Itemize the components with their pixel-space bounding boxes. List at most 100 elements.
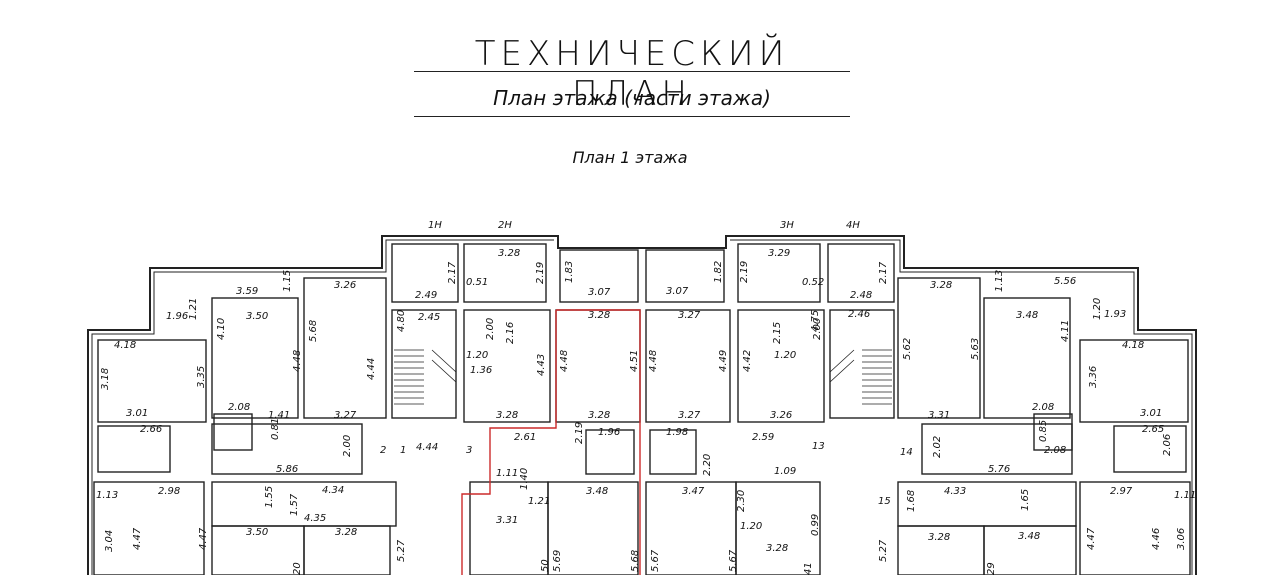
dimension-label: 4.18 bbox=[1122, 340, 1144, 351]
dimension-label: 0.52 bbox=[802, 277, 824, 288]
dimension-label: 3.07 bbox=[666, 286, 689, 297]
dimension-label: 2.46 bbox=[848, 309, 870, 320]
dimension-label: 5.68 bbox=[308, 320, 319, 342]
dimension-label: 3.48 bbox=[586, 486, 608, 497]
dimension-label: 3.28 bbox=[588, 410, 610, 421]
dimension-label: 4.51 bbox=[629, 350, 640, 372]
dimension-label: 5.67 bbox=[728, 549, 739, 572]
apartment-label: 4Н bbox=[846, 220, 860, 231]
dimension-label: 2.45 bbox=[418, 312, 440, 323]
highlighted-unit-outline bbox=[461, 309, 641, 575]
dimension-label: 3.27 bbox=[334, 410, 357, 421]
dimension-label: 3.04 bbox=[104, 530, 115, 552]
dimension-label: 2.19 bbox=[574, 422, 585, 444]
document-subtitle: План этажа (части этажа) bbox=[493, 86, 771, 110]
document-title: ТЕХНИЧЕСКИЙ ПЛАН bbox=[474, 34, 790, 114]
dimension-label: 2.08 bbox=[1032, 402, 1054, 413]
dimension-label: 3.35 bbox=[196, 366, 207, 388]
title-rule bbox=[414, 71, 850, 72]
dimension-label: 5.69 bbox=[552, 550, 563, 572]
dimension-label: 3.29 bbox=[768, 248, 790, 259]
dimension-label: 3.28 bbox=[766, 543, 788, 554]
dimension-label: 5.27 bbox=[396, 539, 407, 562]
dimension-label: 5.86 bbox=[276, 464, 298, 475]
dimension-label: 4.42 bbox=[742, 350, 753, 372]
dimension-label: 5.63 bbox=[970, 338, 981, 360]
dimension-label: 1.96 bbox=[166, 311, 188, 322]
dimension-label: 2.48 bbox=[850, 290, 872, 301]
room-number: 14 bbox=[900, 447, 913, 458]
dimension-label: 3.01 bbox=[126, 408, 148, 419]
dimension-label: 3.31 bbox=[928, 410, 950, 421]
dimension-label: 3.28 bbox=[588, 310, 610, 321]
dimension-label: 4.10 bbox=[216, 318, 227, 340]
dimension-label: 3.50 bbox=[246, 311, 268, 322]
dimension-label: 2.20 bbox=[702, 454, 713, 476]
dimension-label: 1.15 bbox=[282, 270, 293, 292]
dimension-label: 2.19 bbox=[535, 262, 546, 284]
dimension-label: 2.59 bbox=[752, 432, 774, 443]
dimension-label: 4.34 bbox=[322, 485, 344, 496]
dimension-label: 1.41 bbox=[268, 410, 290, 421]
dimension-label: 3.26 bbox=[334, 280, 356, 291]
dimension-label: 1.36 bbox=[470, 365, 492, 376]
plan-caption: План 1 этажа bbox=[572, 148, 688, 167]
dimension-label: 1.09 bbox=[774, 466, 796, 477]
dimension-label: 2.15 bbox=[772, 322, 783, 344]
dimension-label: 50 bbox=[540, 559, 551, 572]
dimension-label: 4.49 bbox=[718, 350, 729, 372]
dimension-label: 1.82 bbox=[713, 261, 724, 283]
dimension-label: 1.13 bbox=[96, 490, 118, 501]
dimension-label: 1.57 bbox=[289, 493, 300, 516]
dimension-label: 4.44 bbox=[366, 358, 377, 380]
dimension-label: 2.30 bbox=[736, 490, 747, 512]
dimension-label: 4.46 bbox=[1151, 528, 1162, 550]
dimension-label: 2.19 bbox=[739, 261, 750, 283]
apartment-label: 2Н bbox=[498, 220, 512, 231]
room-number: 2 bbox=[380, 445, 386, 456]
dimension-label: 2.17 bbox=[447, 261, 458, 284]
dimension-label: 2.00 bbox=[812, 318, 823, 340]
dimension-label: 1.68 bbox=[906, 490, 917, 512]
dimension-label: 4.80 bbox=[396, 310, 407, 332]
dimension-label: 4.75 bbox=[810, 310, 821, 332]
dimension-label: 29 bbox=[986, 562, 997, 575]
dimension-label: 1.20 bbox=[1092, 298, 1103, 320]
dimension-label: 4.48 bbox=[559, 350, 570, 372]
dimension-label: 4.18 bbox=[114, 340, 136, 351]
dimension-label: 4.44 bbox=[416, 442, 438, 453]
dimension-label: 4.43 bbox=[536, 354, 547, 376]
dimension-label: 0.85 bbox=[1038, 420, 1049, 442]
dimension-label: 4.35 bbox=[304, 513, 326, 524]
dimension-label: 5.56 bbox=[1054, 276, 1076, 287]
dimension-label: 41 bbox=[803, 562, 814, 575]
dimension-label: 1.11 bbox=[1174, 490, 1196, 501]
dimension-label: 3.28 bbox=[498, 248, 520, 259]
dimension-label: 0.99 bbox=[810, 514, 821, 536]
dimension-label: 2.17 bbox=[878, 261, 889, 284]
subtitle-rule bbox=[414, 116, 850, 117]
dimension-label: 5.62 bbox=[902, 338, 913, 360]
dimension-label: 3.26 bbox=[770, 410, 792, 421]
dimension-label: 20 bbox=[292, 562, 303, 575]
dimension-label: 2.49 bbox=[415, 290, 437, 301]
apartment-label: 1Н bbox=[428, 220, 442, 231]
dimension-label: 3.07 bbox=[588, 287, 611, 298]
dimension-label: 2.65 bbox=[1142, 424, 1164, 435]
dimension-label: 2.02 bbox=[932, 436, 943, 458]
dimension-label: 0.81 bbox=[270, 418, 281, 440]
dimension-label: 3.01 bbox=[1140, 408, 1162, 419]
dimension-label: 5.68 bbox=[630, 550, 641, 572]
dimension-label: 1.20 bbox=[774, 350, 796, 361]
dimension-label: 3.36 bbox=[1088, 366, 1099, 388]
dimension-label: 4.47 bbox=[1086, 527, 1097, 550]
dimension-label: 3.06 bbox=[1176, 528, 1187, 550]
dimension-label: 1.20 bbox=[740, 521, 762, 532]
dimension-label: 3.48 bbox=[1016, 310, 1038, 321]
dimension-label: 1.11 bbox=[496, 468, 518, 479]
dimension-label: 0.51 bbox=[466, 277, 488, 288]
dimension-label: 1.55 bbox=[264, 486, 275, 508]
dimension-label: 2.97 bbox=[1110, 486, 1133, 497]
dimension-label: 1.98 bbox=[666, 427, 688, 438]
